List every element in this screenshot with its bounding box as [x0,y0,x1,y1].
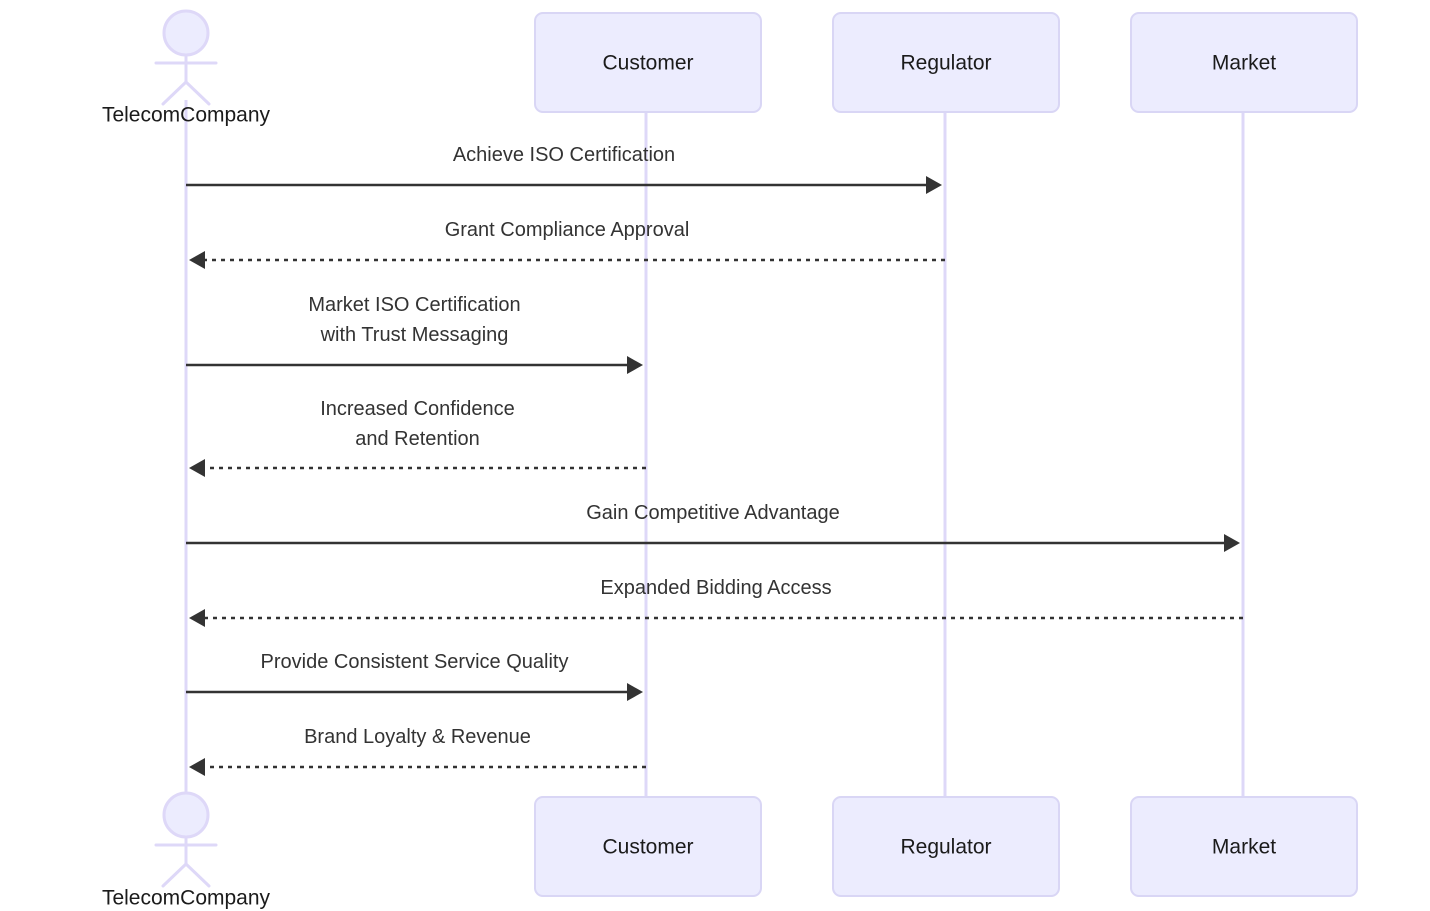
message-4[interactable]: Increased Confidence and Retention [189,398,646,477]
message-label-line: Brand Loyalty & Revenue [304,726,531,748]
participant-box [534,796,762,897]
actor-head-icon [162,791,210,839]
actor-label-telecom-top: TelecomCompany [102,104,271,127]
message-label: Gain Competitive Advantage [586,502,840,524]
message-7[interactable]: Provide Consistent Service Quality [186,651,643,701]
actor-leg-right-icon [184,80,211,106]
participant-box [832,796,1060,897]
message-label-line: and Retention [355,428,480,450]
participant-label-regulator-bottom: Regulator [900,836,991,859]
arrowhead-left-icon [189,251,205,269]
message-label-line: Grant Compliance Approval [445,219,690,241]
participant-box [832,12,1060,113]
message-label: Brand Loyalty & Revenue [304,726,531,748]
participant-box [534,12,762,113]
participant-regulator-top[interactable]: Regulator [832,12,1060,113]
actor-telecom-top[interactable]: TelecomCompany [102,9,271,127]
message-8[interactable]: Brand Loyalty & Revenue [189,726,646,776]
message-label-line: Provide Consistent Service Quality [261,651,569,673]
message-label-line: with Trust Messaging [320,324,509,346]
arrowhead-right-icon [1224,534,1240,552]
lifelines-layer [184,100,1245,800]
message-label: Market ISO Certification with Trust Messa… [308,294,520,346]
message-label: Increased Confidence and Retention [320,398,515,450]
participant-label-market-top: Market [1212,52,1276,75]
arrowhead-left-icon [189,459,205,477]
participant-customer-bottom[interactable]: Customer [534,796,762,897]
participant-label-regulator-top: Regulator [900,52,991,75]
message-label-line: Achieve ISO Certification [453,144,675,166]
message-6[interactable]: Expanded Bidding Access [189,577,1243,627]
message-label: Achieve ISO Certification [453,144,675,166]
message-label-line: Increased Confidence [320,398,515,420]
participant-box [1130,796,1358,897]
actor-label-telecom-bottom: TelecomCompany [102,887,271,910]
participant-box [1130,12,1358,113]
arrowhead-right-icon [926,176,942,194]
participant-label-customer-bottom: Customer [602,836,693,859]
message-5[interactable]: Gain Competitive Advantage [186,502,1240,552]
arrowhead-left-icon [189,609,205,627]
message-label-line: Expanded Bidding Access [600,577,831,599]
participant-market-top[interactable]: Market [1130,12,1358,113]
message-label: Provide Consistent Service Quality [261,651,569,673]
actor-head-icon [162,9,210,57]
message-label-line: Gain Competitive Advantage [586,502,840,524]
actor-leg-right-icon [184,862,211,888]
participant-market-bottom[interactable]: Market [1130,796,1358,897]
actor-telecom-bottom[interactable]: TelecomCompany [102,791,271,910]
actor-leg-left-icon [161,80,188,106]
participant-regulator-bottom[interactable]: Regulator [832,796,1060,897]
participant-customer-top[interactable]: Customer [534,12,762,113]
participant-label-market-bottom: Market [1212,836,1276,859]
participant-label-customer-top: Customer [602,52,693,75]
message-1[interactable]: Achieve ISO Certification [186,144,942,194]
message-label: Expanded Bidding Access [600,577,831,599]
arrowhead-right-icon [627,356,643,374]
message-label: Grant Compliance Approval [445,219,690,241]
message-2[interactable]: Grant Compliance Approval [189,219,945,269]
arrowhead-right-icon [627,683,643,701]
message-label-line: Market ISO Certification [308,294,520,316]
actor-leg-left-icon [161,862,188,888]
arrowhead-left-icon [189,758,205,776]
message-3[interactable]: Market ISO Certification with Trust Messa… [186,294,643,374]
